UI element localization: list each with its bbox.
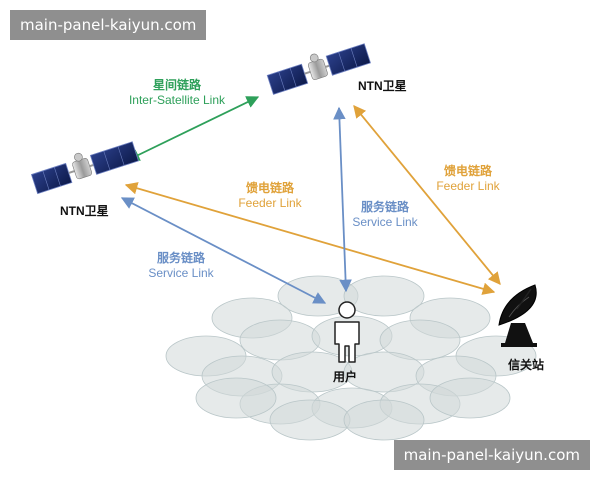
- service-link-right-arrow: [333, 106, 352, 293]
- service-link-right-label: 服务链路 Service Link: [352, 200, 418, 229]
- dish-antenna-icon: [498, 284, 537, 347]
- service-link-left-label: 服务链路 Service Link: [148, 251, 214, 280]
- inter-satellite-link-label: 星间链路 Inter-Satellite Link: [128, 78, 226, 107]
- ground-station-label: 信关站: [508, 358, 545, 372]
- watermark-bottom: main-panel-kaiyun.com: [393, 440, 590, 470]
- coverage-cells: [165, 275, 537, 441]
- coverage-cell: [429, 377, 511, 419]
- feeder-link-left-label: 馈电链路 Feeder Link: [238, 181, 302, 210]
- satellite-icon: [266, 43, 371, 95]
- satellite-icon: [30, 141, 139, 195]
- inter-satellite-link-arrow: [126, 96, 260, 161]
- feeder-link-right-arrow: [353, 105, 501, 285]
- coverage-cell: [343, 275, 425, 317]
- coverage-cell: [195, 377, 277, 419]
- user-label: 用户: [333, 370, 358, 384]
- coverage-cell: [343, 399, 425, 441]
- satellite-top-label: NTN卫星: [358, 79, 407, 93]
- watermark-top: main-panel-kaiyun.com: [10, 10, 207, 40]
- satellite-left-label: NTN卫星: [60, 204, 109, 218]
- feeder-link-right-label: 馈电链路 Feeder Link: [436, 164, 500, 193]
- service-link-left-arrow: [120, 197, 327, 304]
- coverage-cell: [379, 319, 461, 361]
- person-icon: [334, 301, 360, 363]
- coverage-cell: [269, 399, 351, 441]
